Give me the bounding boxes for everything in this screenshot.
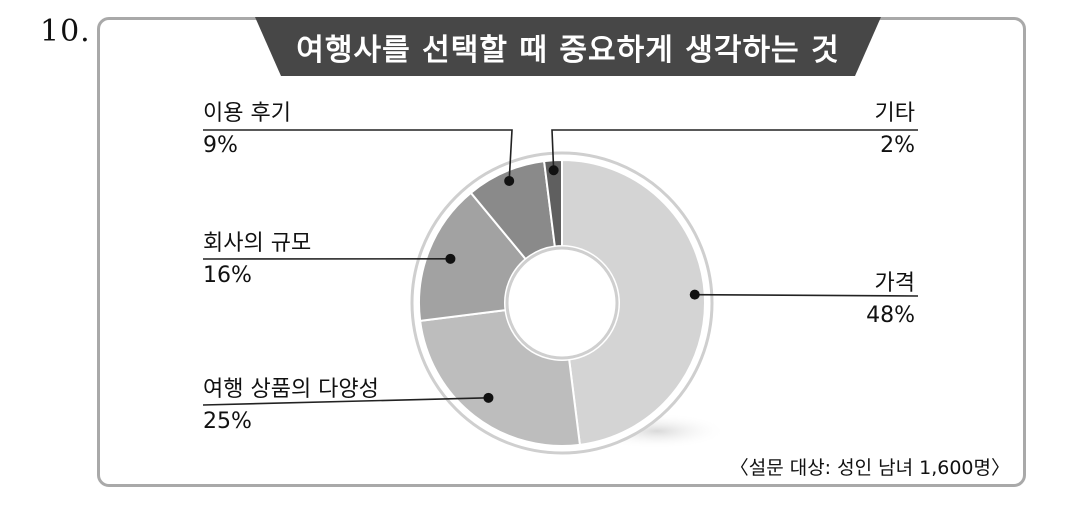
label-other-name: 기타 — [874, 101, 915, 126]
label-reviews-value: 9% — [203, 133, 238, 158]
leader-dot-variety — [483, 392, 494, 403]
label-company-size-name: 회사의 규모 — [203, 231, 312, 256]
slice-variety — [419, 309, 582, 447]
chart-title: 여행사를 선택할 때 중요하게 생각하는 것 — [296, 32, 840, 68]
label-price: 가격 48% — [866, 271, 915, 329]
leader-line-reviews — [203, 129, 513, 181]
label-reviews-name: 이용 후기 — [203, 101, 291, 126]
slice-other — [542, 158, 563, 248]
label-price-name: 가격 — [874, 271, 915, 296]
leader-line-variety — [202, 397, 489, 406]
label-company-size: 회사의 규모 16% — [203, 231, 311, 289]
donut-hole — [505, 246, 619, 360]
label-company-size-value: 16% — [203, 263, 252, 288]
slice-price — [561, 158, 706, 446]
leader-dot-other — [548, 165, 559, 176]
question-number: 10. — [40, 14, 91, 49]
survey-note: 〈설문 대상: 성인 남녀 1,600명〉 — [729, 457, 1010, 479]
label-variety: 여행 상품의 다양성 25% — [203, 377, 379, 435]
title-tab — [255, 17, 881, 76]
label-variety-name: 여행 상품의 다양성 — [203, 377, 379, 402]
leader-dot-company-size — [445, 253, 456, 264]
label-price-value: 48% — [866, 303, 915, 328]
label-other: 기타 2% — [875, 101, 915, 159]
slice-company-size — [418, 191, 528, 323]
label-reviews: 이용 후기 9% — [203, 101, 291, 159]
leader-dot-price — [689, 289, 700, 300]
leader-line-other — [551, 129, 918, 171]
label-variety-value: 25% — [203, 409, 252, 434]
leader-line-price — [694, 293, 919, 297]
leader-dot-reviews — [504, 175, 515, 186]
label-other-value: 2% — [880, 133, 915, 158]
